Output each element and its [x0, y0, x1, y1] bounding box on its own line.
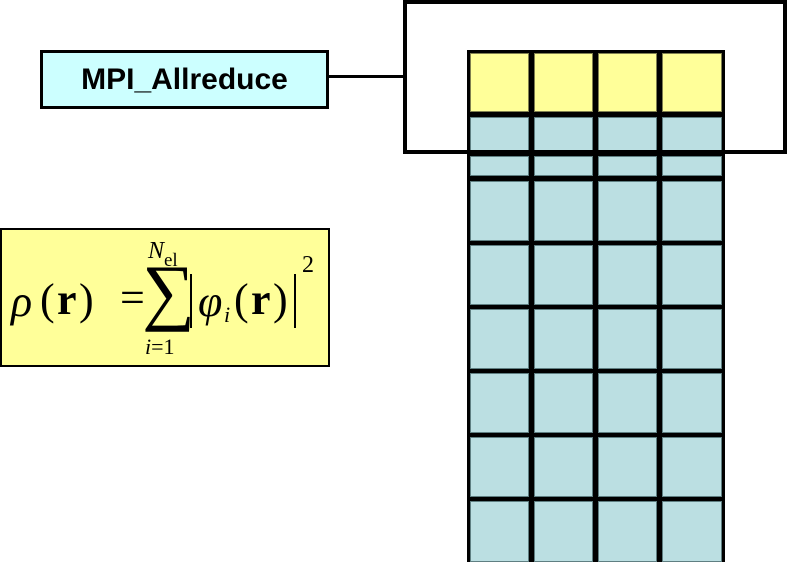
phi-subscript: i	[224, 302, 231, 327]
density-equation: ρ ( r ) = N el ∑ i=1 φ i ( r ) 2	[2, 230, 328, 365]
grid-cell-r5-c2	[598, 373, 657, 433]
grid-cell-r0-c2	[598, 53, 657, 112]
grid-cell-r2-c2	[598, 181, 657, 241]
grid-cell-r1a-c0	[470, 117, 529, 152]
grid-cell-r2-c1	[534, 181, 593, 241]
grid-cell-r4-c1	[534, 309, 593, 369]
grid-cell-r4-c2	[598, 309, 657, 369]
grid-cell-r6-c0	[470, 437, 529, 497]
mpi-allreduce-label: MPI_Allreduce	[40, 50, 329, 109]
sum-upper-limit: N	[148, 238, 165, 264]
grid-cell-r1b-c2	[598, 156, 657, 176]
abs-bar-right	[294, 274, 296, 328]
exponent-two: 2	[302, 252, 314, 278]
grid-cell-r2-c0	[470, 181, 529, 241]
phi-symbol: φ	[198, 277, 223, 326]
grid-cell-r1b-c3	[662, 156, 722, 176]
grid-cell-r1a-c1	[534, 117, 593, 152]
rho-symbol: ρ	[11, 277, 33, 326]
close-paren: )	[79, 275, 94, 324]
connector-line	[328, 75, 406, 78]
grid-cell-r3-c0	[470, 245, 529, 305]
grid-cell-r3-c2	[598, 245, 657, 305]
data-grid	[467, 50, 725, 562]
grid-cell-r7-c0	[470, 501, 529, 562]
summation-symbol: ∑	[142, 251, 195, 333]
position-vector-r: r	[57, 275, 77, 324]
sum-lower-limit: i=1	[145, 334, 175, 359]
grid-cell-r1b-c0	[470, 156, 529, 176]
grid-cell-r0-c0	[470, 53, 529, 112]
grid-cell-r6-c3	[662, 437, 722, 497]
grid-cell-r1b-c1	[534, 156, 593, 176]
density-equation-box: ρ ( r ) = N el ∑ i=1 φ i ( r ) 2	[0, 228, 330, 367]
grid-cell-r1a-c3	[662, 117, 722, 152]
grid-cell-r3-c3	[662, 245, 722, 305]
grid-cell-r5-c3	[662, 373, 722, 433]
equals-sign: =	[120, 273, 145, 322]
close-paren-2: )	[273, 275, 288, 324]
sum-upper-limit-subscript: el	[164, 250, 178, 271]
position-vector-r-2: r	[251, 275, 271, 324]
grid-cell-r4-c0	[470, 309, 529, 369]
grid-cell-r0-c1	[534, 53, 593, 112]
grid-cell-r7-c1	[534, 501, 593, 562]
grid-cell-r2-c3	[662, 181, 722, 241]
grid-cell-r4-c3	[662, 309, 722, 369]
open-paren-2: (	[234, 275, 249, 324]
abs-bar-left	[190, 274, 192, 328]
grid-cell-r6-c2	[598, 437, 657, 497]
grid-cell-r1a-c2	[598, 117, 657, 152]
grid-cell-r0-c3	[662, 53, 722, 112]
grid-cell-r7-c3	[662, 501, 722, 562]
grid-cell-r7-c2	[598, 501, 657, 562]
grid-cell-r5-c0	[470, 373, 529, 433]
grid-cell-r3-c1	[534, 245, 593, 305]
grid-cell-r5-c1	[534, 373, 593, 433]
grid-cell-r6-c1	[534, 437, 593, 497]
mpi-allreduce-text: MPI_Allreduce	[81, 62, 288, 96]
open-paren: (	[40, 275, 55, 324]
